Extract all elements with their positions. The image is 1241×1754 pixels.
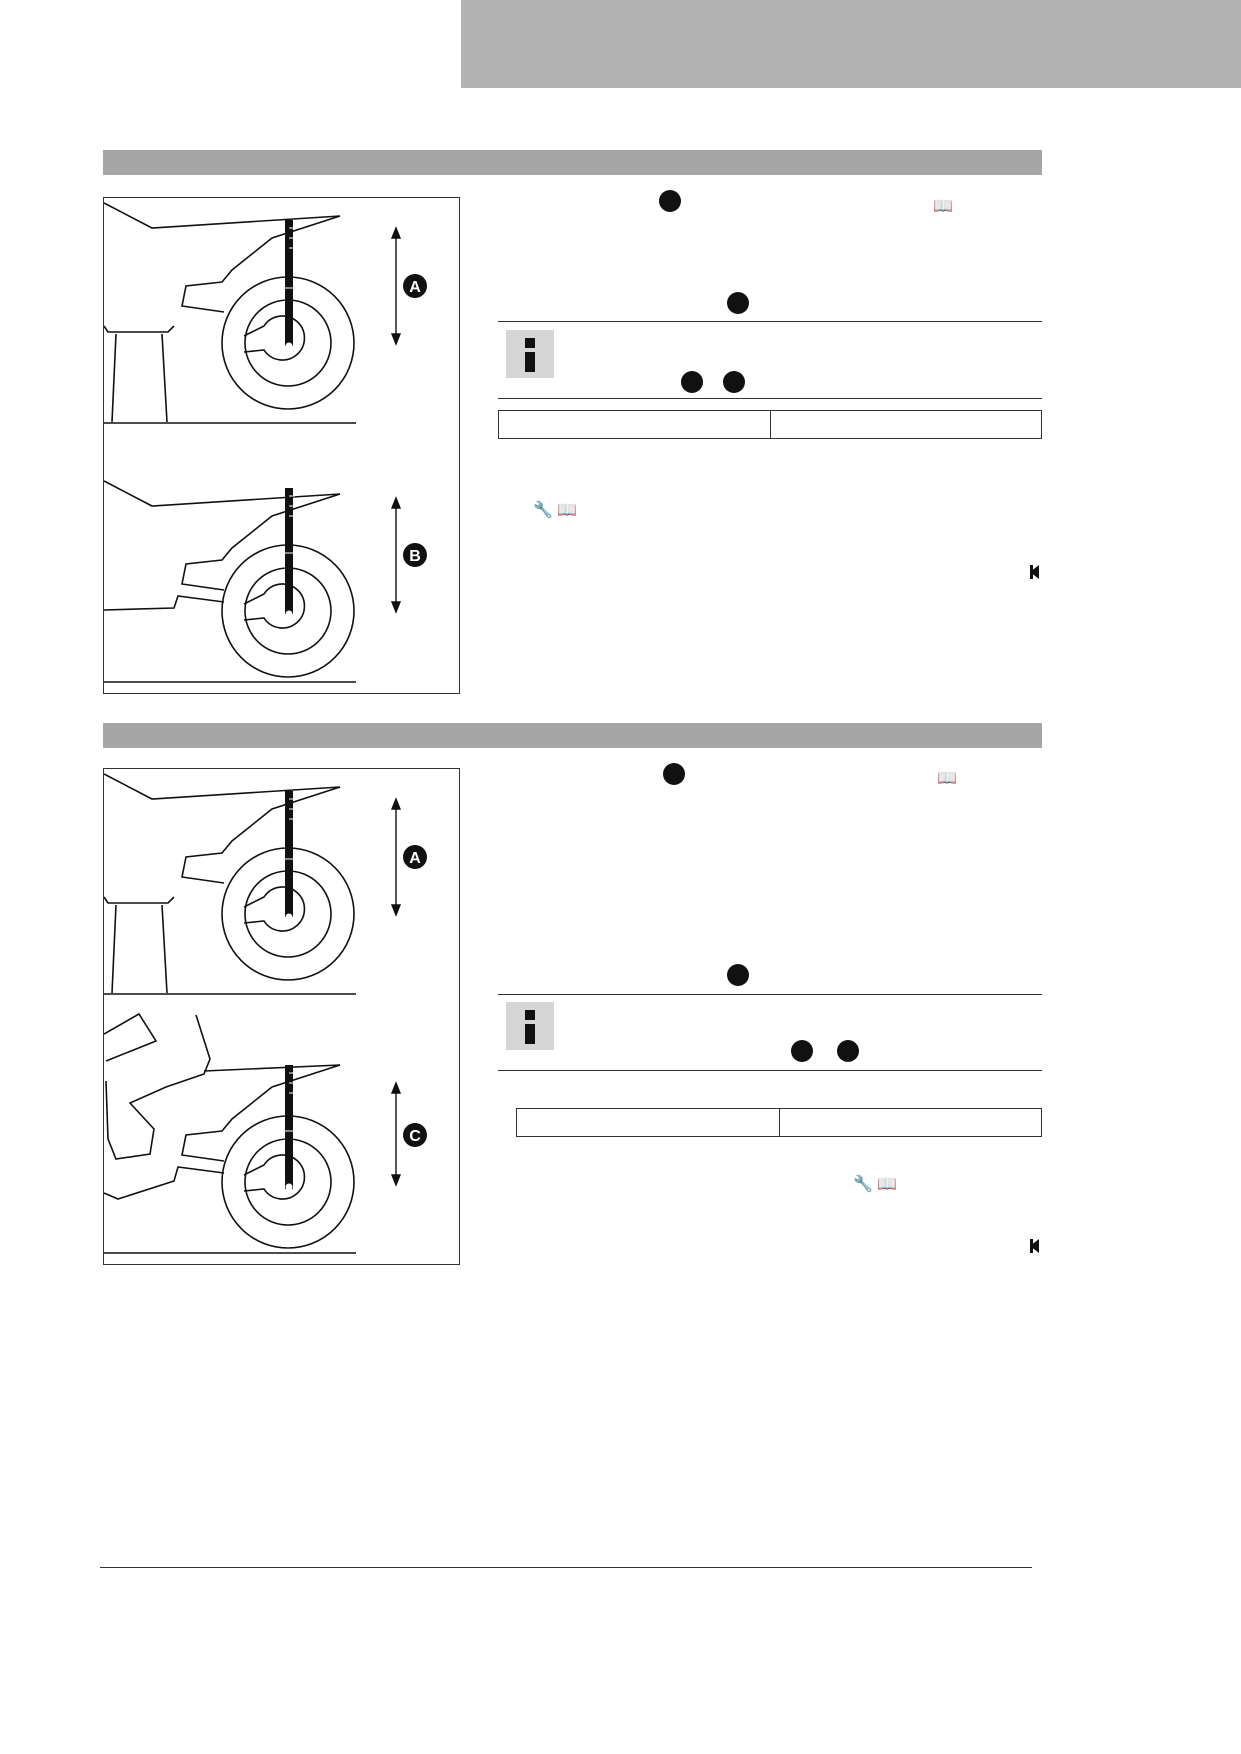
callout-dot [837,1040,859,1062]
dimension-label-b: B [409,548,421,565]
info-icon [506,330,554,378]
footer-rule [100,1567,1032,1568]
spec-table-cell [778,1109,1042,1136]
dimension-label-c: C [409,1128,421,1145]
info-rule-top [498,321,1042,322]
figure-1-illustration: A B [104,202,427,683]
spec-table-cell [517,1109,779,1136]
figure-2: A C [103,768,460,1265]
spec-table-cell [769,411,1042,438]
info-rule-top [498,994,1042,995]
measuring-ruler-bottom [285,488,295,618]
callout-dot [727,964,749,986]
info-rule-bottom [498,1070,1042,1071]
callout-dot [659,190,681,212]
callout-dot [663,763,685,785]
section-title-bar-2 [103,723,1042,748]
end-marker-icon [1030,1239,1039,1253]
figure-1: A B [103,197,460,694]
dimension-label-a: A [409,279,421,296]
callout-dot [791,1040,813,1062]
spec-table-cell [499,411,770,438]
measuring-ruler-top [285,220,295,350]
book-icon: 📖 [557,500,577,519]
info-rule-bottom [498,398,1042,399]
spec-table-2 [516,1108,1042,1137]
page-header-tab [461,0,1241,88]
section-title-bar-1 [103,150,1042,175]
dimension-label-a: A [409,850,421,867]
measuring-ruler-top [285,791,295,921]
wrench-icon: 🔧 [533,500,553,519]
wrench-icon: 🔧 [853,1174,873,1193]
figure-2-illustration: A C [104,773,427,1254]
book-icon: 📖 [933,196,953,215]
spec-table-1 [498,410,1042,439]
book-icon: 📖 [877,1174,897,1193]
measuring-ruler-bottom [285,1065,295,1191]
callout-dot [727,292,749,314]
end-marker-icon [1030,565,1039,579]
callout-dot [681,371,703,393]
info-icon [506,1002,554,1050]
book-icon: 📖 [937,768,957,787]
callout-dot [723,371,745,393]
